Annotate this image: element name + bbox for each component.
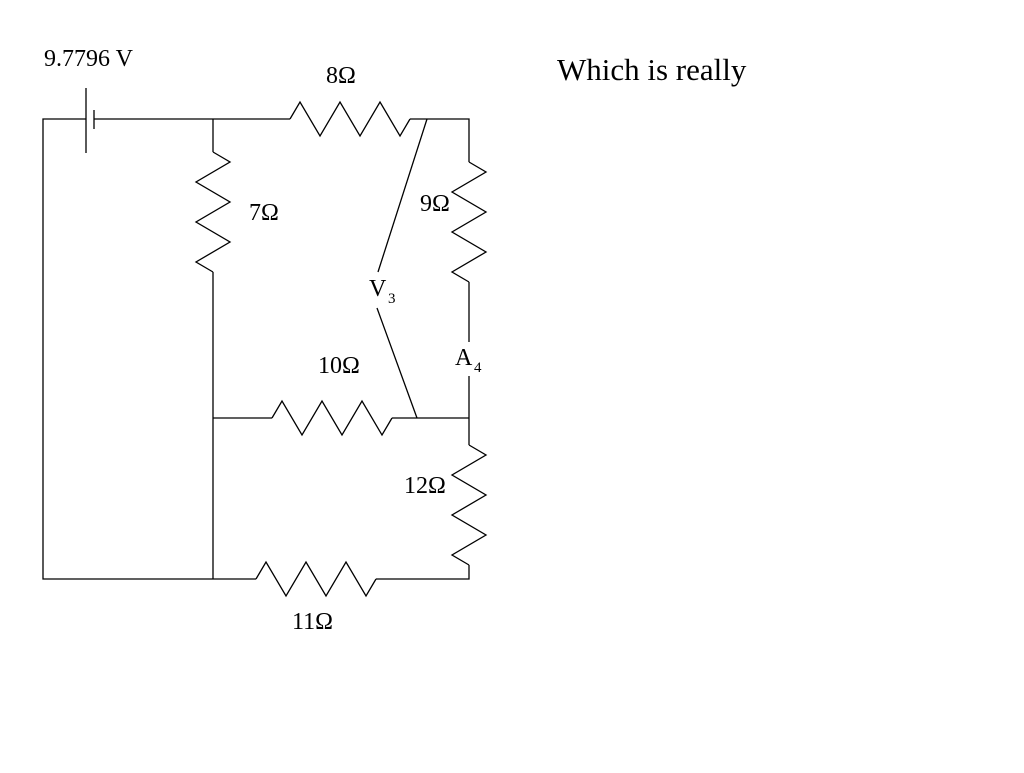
resistor-11-ohm: [255, 560, 377, 598]
battery: [85, 88, 95, 153]
voltmeter-letter: V: [369, 276, 387, 302]
battery-voltage-label: 9.7796 V: [44, 46, 134, 72]
voltmeter-label: V 3: [369, 276, 396, 307]
resistor-10-ohm: [271, 399, 393, 437]
resistor-8-ohm-label: 8Ω: [326, 63, 356, 89]
resistor-7-ohm-label: 7Ω: [249, 200, 279, 226]
wires: [42, 118, 470, 580]
voltmeter-index: 3: [388, 291, 396, 307]
resistor-12-ohm: [450, 444, 488, 566]
resistor-7-ohm: [194, 151, 232, 273]
annotation-text: Which is really: [557, 52, 747, 87]
resistor-9-ohm-label: 9Ω: [420, 191, 450, 217]
ammeter-label: A 4: [455, 345, 482, 376]
ammeter-index: 4: [474, 360, 482, 376]
resistor-8-ohm: [289, 100, 411, 138]
resistor-11-ohm-label: 11Ω: [292, 609, 333, 635]
ammeter-letter: A: [455, 345, 473, 371]
resistor-10-ohm-label: 10Ω: [318, 353, 360, 379]
voltmeter-leads: [376, 118, 428, 419]
resistor-9-ohm: [450, 161, 488, 283]
resistor-12-ohm-label: 12Ω: [404, 473, 446, 499]
